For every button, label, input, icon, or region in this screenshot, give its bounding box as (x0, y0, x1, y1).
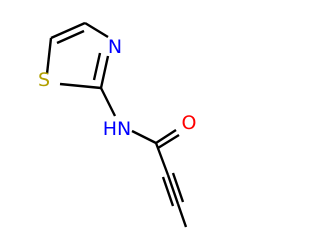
molecule-structure: S N HN O (38, 21, 197, 228)
bond-triple-right (171, 172, 185, 203)
bond-alkyne-terminal (176, 203, 188, 228)
amide-nh-atom-label: HN (103, 118, 132, 140)
ring-nitrogen-atom-label: N (108, 36, 122, 58)
bond-c4-n3 (84, 21, 109, 39)
bond-c2-nh (99, 87, 117, 117)
carbonyl-oxygen-atom-label: O (182, 112, 197, 134)
bond-carbonyl-o-second (157, 133, 180, 150)
bond-triple-center (166, 174, 180, 205)
bond-carbonyl-alkyne (154, 142, 170, 176)
bonds (45, 21, 188, 228)
bond-s-c5 (45, 37, 53, 75)
bond-triple-left (161, 176, 175, 207)
bond-n3-c2 (99, 55, 110, 89)
bond-c5-c4 (50, 21, 86, 40)
bond-carbonyl-o (155, 128, 177, 145)
atom-labels: S N HN O (38, 36, 197, 140)
bond-c2-s (59, 82, 102, 90)
bond-c5-c4-inner (56, 29, 85, 45)
bond-nh-carbonyl (131, 129, 157, 145)
sulfur-atom-label: S (38, 69, 50, 91)
bond-n3-c2-inner (92, 52, 102, 81)
